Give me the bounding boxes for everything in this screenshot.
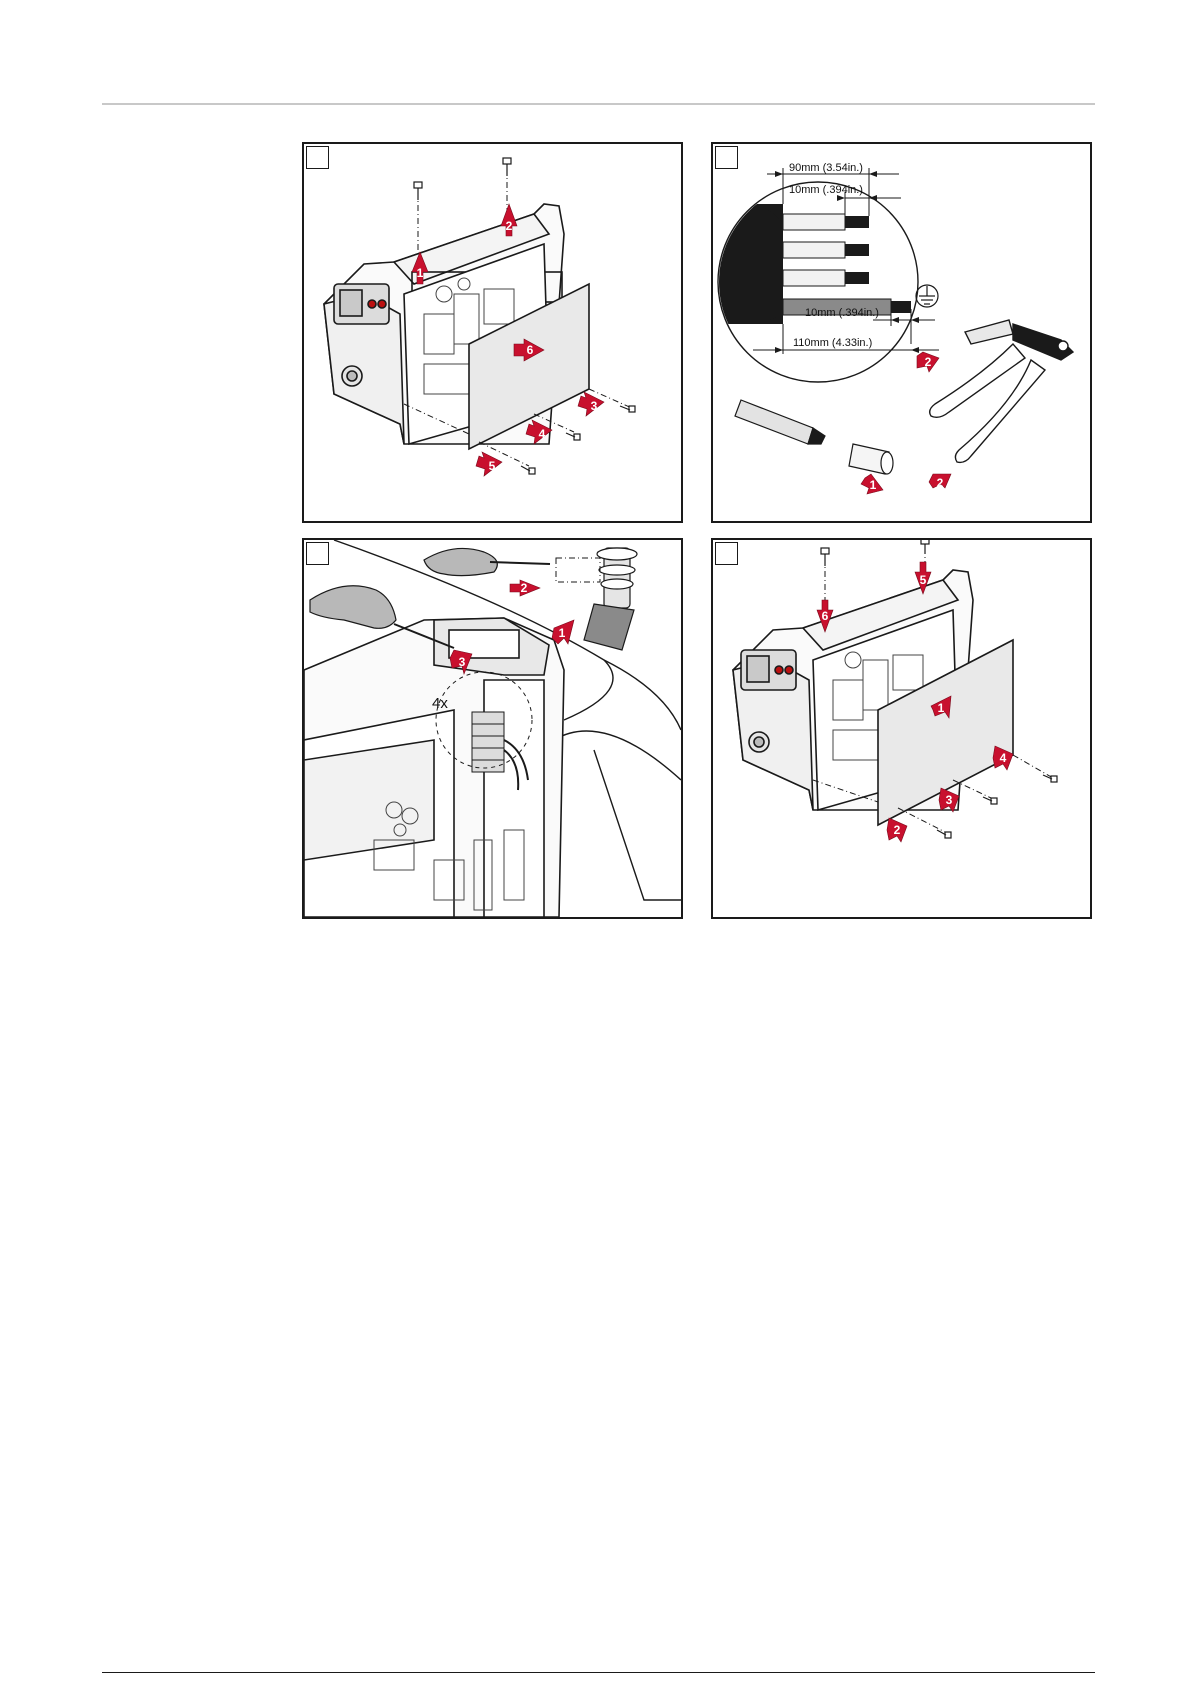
arrow-number: 6 [527, 343, 534, 357]
count-label: 4x [432, 695, 448, 712]
arrow-number: 3 [591, 399, 598, 413]
step-number-box [715, 542, 738, 565]
arrow-number: 3 [459, 655, 466, 669]
arrow-number: 1 [870, 478, 877, 492]
header-rule [102, 103, 1095, 105]
figure-remove-side-panel: 1 2 3 4 5 6 [302, 142, 683, 523]
arrow-number: 1 [417, 266, 424, 280]
dimension-label: 90mm (3.54in.) [789, 162, 863, 174]
arrow-number: 3 [946, 793, 953, 807]
arrow-number: 2 [894, 823, 901, 837]
arrow-number: 5 [920, 573, 927, 587]
cable-illustration: 90mm (3.54in.) 10mm (.394in.) 10mm (.394… [713, 144, 1090, 521]
figure-connect-terminals: 4x 1 2 3 [302, 538, 683, 919]
arrow-number: 6 [822, 609, 829, 623]
arrow-number: 5 [489, 459, 496, 473]
dimension-label: 10mm (.394in.) [805, 307, 879, 319]
dimension-label: 10mm (.394in.) [789, 184, 863, 196]
terminal-illustration: 4x 1 2 3 [304, 540, 681, 917]
step-number-box [306, 146, 329, 169]
figure-strip-cable: 90mm (3.54in.) 10mm (.394in.) 10mm (.394… [711, 142, 1092, 523]
step-number-box [306, 542, 329, 565]
arrow-number: 1 [938, 701, 945, 715]
arrow-number: 2 [925, 355, 932, 369]
arrow-number: 2 [937, 476, 944, 490]
footer-rule [102, 1672, 1095, 1673]
arrow-number: 4 [539, 427, 546, 441]
arrow-number: 2 [506, 219, 513, 233]
step-number-box [715, 146, 738, 169]
arrow-number: 1 [559, 626, 566, 640]
arrow-number: 2 [521, 581, 528, 595]
machine-illustration: 1 2 3 4 5 6 [304, 144, 681, 521]
figure-refit-side-panel: 1 2 3 4 5 6 [711, 538, 1092, 919]
machine-illustration: 1 2 3 4 5 6 [713, 540, 1090, 917]
dimension-label: 110mm (4.33in.) [793, 337, 872, 349]
arrow-number: 4 [1000, 751, 1007, 765]
